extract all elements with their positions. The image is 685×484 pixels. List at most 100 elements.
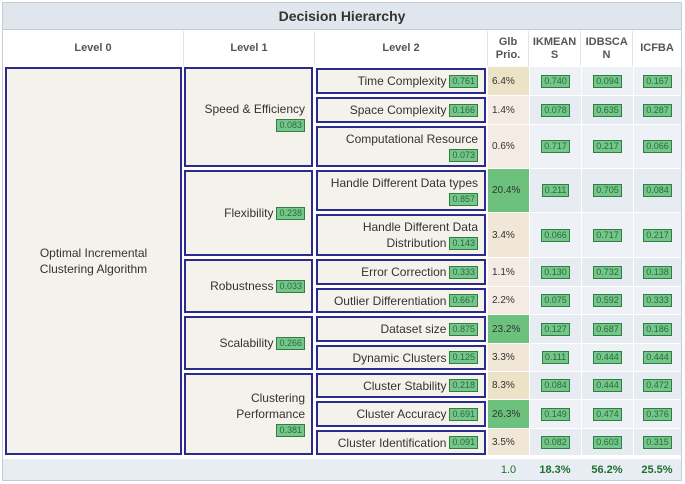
weight-badge: 0.083 xyxy=(276,119,305,133)
weight-badge: 0.166 xyxy=(449,103,478,117)
icfba-score-badge: 0.472 xyxy=(643,379,672,392)
idbscan-score-badge: 0.444 xyxy=(593,351,622,364)
idbscan-score-badge: 0.474 xyxy=(593,407,622,421)
idbscan-score-cell: 0.094 xyxy=(581,67,633,96)
ikmeans-score-cell: 0.130 xyxy=(529,258,581,287)
weight-badge: 0.238 xyxy=(276,207,305,221)
weight-badge: 0.143 xyxy=(449,237,478,251)
level2-label: Cluster Identification xyxy=(337,435,447,450)
icfba-score-cell: 0.167 xyxy=(633,67,681,96)
idbscan-score-cell: 0.687 xyxy=(581,315,633,344)
level2-label: Cluster Stability xyxy=(363,378,447,393)
ikmeans-score-cell: 0.717 xyxy=(529,125,581,169)
glb-prio-cell: 3.4% xyxy=(488,213,529,258)
level2-label: Cluster Accuracy xyxy=(356,407,447,421)
idbscan-score-cell: 0.217 xyxy=(581,125,633,169)
level0-label: Optimal Incremental Clustering Algorithm xyxy=(39,246,148,276)
ikmeans-score-cell: 0.211 xyxy=(529,169,581,213)
weight-badge: 0.125 xyxy=(449,351,478,364)
icfba-score-badge: 0.066 xyxy=(643,140,672,153)
glb-prio-cell: 3.5% xyxy=(488,429,529,456)
level0-goal-node[interactable]: Optimal Incremental Clustering Algorithm xyxy=(5,67,182,455)
weight-badge: 0.333 xyxy=(449,265,478,279)
idbscan-score-cell: 0.705 xyxy=(581,169,633,213)
weight-badge: 0.091 xyxy=(449,436,478,449)
icfba-score-cell: 0.217 xyxy=(633,213,681,258)
ikmeans-score-cell: 0.740 xyxy=(529,67,581,96)
ikmeans-score-badge: 0.078 xyxy=(541,103,570,117)
ikmeans-score-badge: 0.066 xyxy=(541,228,570,242)
idbscan-score-badge: 0.705 xyxy=(593,184,622,197)
level1-node-speed[interactable]: Speed & Efficiency 0.083 xyxy=(184,67,313,167)
level2-label: Space Complexity xyxy=(349,103,447,117)
ikmeans-score-cell: 0.127 xyxy=(529,315,581,344)
icfba-score-badge: 0.315 xyxy=(643,435,672,449)
idbscan-score-cell: 0.717 xyxy=(581,213,633,258)
idbscan-score-cell: 0.732 xyxy=(581,258,633,287)
total-glb-prio: 1.0 xyxy=(500,463,517,476)
level2-label: Error Correction xyxy=(361,265,447,279)
level2-label: Dynamic Clusters xyxy=(352,350,447,365)
weight-badge: 0.073 xyxy=(449,148,478,162)
ikmeans-score-badge: 0.082 xyxy=(541,435,570,449)
idbscan-score-cell: 0.444 xyxy=(581,344,633,372)
header-icfba: ICFBA xyxy=(633,31,681,66)
icfba-score-badge: 0.217 xyxy=(643,228,672,242)
weight-badge: 0.033 xyxy=(276,280,305,294)
weight-badge: 0.266 xyxy=(276,337,305,351)
idbscan-score-badge: 0.592 xyxy=(593,294,622,307)
glb-prio-cell: 26.3% xyxy=(488,400,529,429)
icfba-score-badge: 0.287 xyxy=(643,103,672,117)
idbscan-score-badge: 0.094 xyxy=(593,74,622,88)
icfba-score-badge: 0.444 xyxy=(643,351,672,364)
icfba-score-cell: 0.138 xyxy=(633,258,681,287)
header-glb-prio: Glb Prio. xyxy=(488,31,529,66)
ikmeans-score-badge: 0.149 xyxy=(541,407,570,421)
level1-label: Robustness xyxy=(210,279,274,293)
header-level2: Level 2 xyxy=(315,31,488,66)
icfba-score-cell: 0.066 xyxy=(633,125,681,169)
level1-label: Speed & Efficiency xyxy=(204,102,305,116)
ikmeans-score-badge: 0.130 xyxy=(541,265,570,279)
icfba-score-cell: 0.333 xyxy=(633,287,681,315)
ikmeans-score-badge: 0.111 xyxy=(541,351,570,364)
idbscan-score-badge: 0.687 xyxy=(593,322,622,336)
icfba-score-cell: 0.472 xyxy=(633,372,681,400)
idbscan-score-badge: 0.603 xyxy=(593,435,622,449)
glb-prio-cell: 1.4% xyxy=(488,96,529,125)
level1-node-clustering-performance[interactable]: Clustering Performance0.381 xyxy=(184,373,313,455)
weight-badge: 0.857 xyxy=(449,192,478,206)
icfba-score-cell: 0.186 xyxy=(633,315,681,344)
ikmeans-score-cell: 0.082 xyxy=(529,429,581,456)
weight-badge: 0.218 xyxy=(449,379,478,392)
glb-prio-cell: 20.4% xyxy=(488,169,529,213)
ikmeans-score-badge: 0.740 xyxy=(541,74,570,88)
icfba-score-badge: 0.167 xyxy=(643,74,672,88)
ikmeans-score-badge: 0.127 xyxy=(541,322,570,336)
total-idbscan: 56.2% xyxy=(591,463,623,476)
totals-row xyxy=(3,459,681,480)
weight-badge: 0.691 xyxy=(449,407,478,421)
icfba-score-badge: 0.186 xyxy=(643,322,672,336)
ikmeans-score-badge: 0.075 xyxy=(541,294,570,307)
icfba-score-badge: 0.376 xyxy=(643,407,672,421)
ikmeans-score-badge: 0.717 xyxy=(541,140,570,153)
weight-badge: 0.875 xyxy=(449,322,478,336)
icfba-score-badge: 0.333 xyxy=(643,294,672,307)
